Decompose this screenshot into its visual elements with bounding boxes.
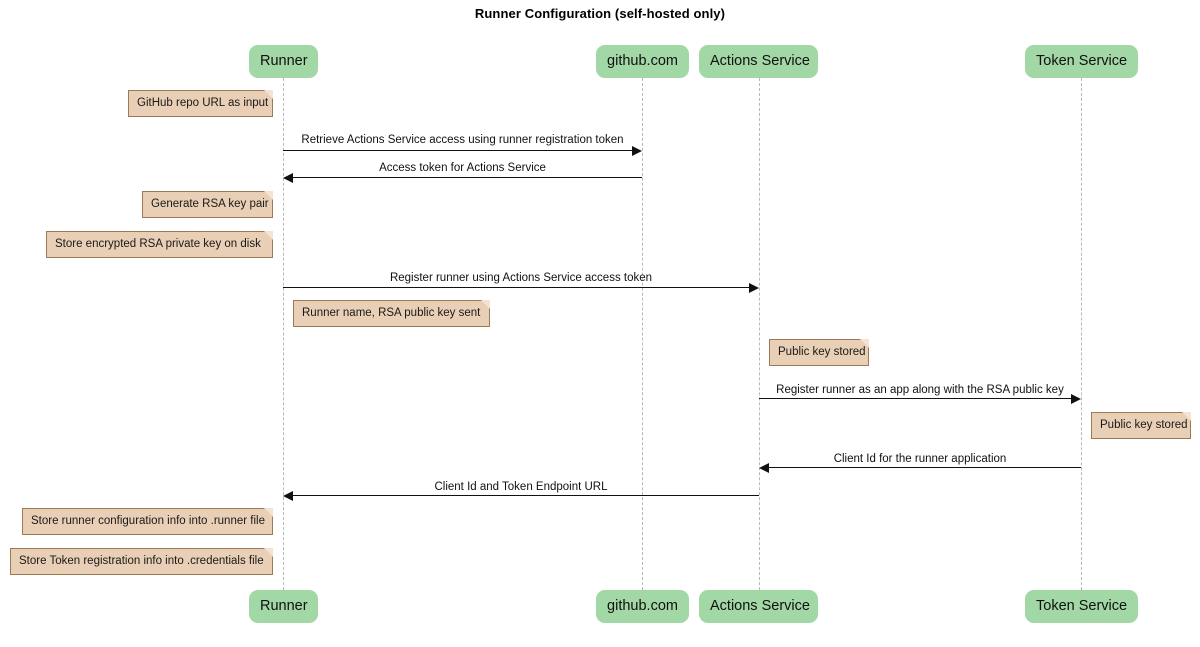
- msg-register-runner-label: Register runner using Actions Service ac…: [389, 272, 653, 284]
- lifeline-actions: [759, 78, 760, 590]
- participant-actions-top[interactable]: Actions Service: [699, 45, 818, 78]
- msg-access-token-line: [293, 177, 642, 178]
- note-store-token-registration: Store Token registration info into .cred…: [10, 548, 273, 575]
- note-repo-url-text: GitHub repo URL as input: [137, 97, 269, 109]
- note-store-runner-config: Store runner configuration info into .ru…: [22, 508, 273, 535]
- participant-github-top[interactable]: github.com: [596, 45, 689, 78]
- msg-retrieve-access-arrowhead: [632, 146, 642, 156]
- participant-runner-bottom[interactable]: Runner: [249, 590, 318, 623]
- msg-client-id-arrowhead: [759, 463, 769, 473]
- participant-runner-top[interactable]: Runner: [249, 45, 318, 78]
- note-repo-url: GitHub repo URL as input: [128, 90, 273, 117]
- msg-register-runner-arrowhead: [749, 283, 759, 293]
- note-public-key-stored-actions: Public key stored: [769, 339, 869, 366]
- msg-client-id-line: [769, 467, 1081, 468]
- msg-client-id-endpoint-label: Client Id and Token Endpoint URL: [434, 481, 608, 493]
- note-fold-icon: [264, 231, 273, 240]
- note-fold-icon: [1182, 412, 1191, 421]
- lifeline-token: [1081, 78, 1082, 590]
- msg-retrieve-access-line: [283, 150, 632, 151]
- note-public-key-stored-token-text: Public key stored: [1100, 419, 1188, 431]
- msg-register-app-arrowhead: [1071, 394, 1081, 404]
- note-fold-icon: [264, 90, 273, 99]
- msg-retrieve-access-label: Retrieve Actions Service access using ru…: [301, 134, 624, 146]
- participant-token-bottom[interactable]: Token Service: [1025, 590, 1138, 623]
- participant-token-top[interactable]: Token Service: [1025, 45, 1138, 78]
- note-fold-icon: [860, 339, 869, 348]
- msg-access-token-arrowhead: [283, 173, 293, 183]
- msg-register-app-label: Register runner as an app along with the…: [776, 384, 1064, 396]
- note-store-private-key: Store encrypted RSA private key on disk: [46, 231, 273, 258]
- msg-register-runner-line: [283, 287, 749, 288]
- note-generate-rsa-text: Generate RSA key pair: [151, 198, 269, 210]
- participant-actions-bottom[interactable]: Actions Service: [699, 590, 818, 623]
- msg-client-id-label: Client Id for the runner application: [833, 453, 1007, 465]
- lifeline-runner: [283, 78, 284, 590]
- msg-access-token-label: Access token for Actions Service: [379, 162, 546, 174]
- page-title: Runner Configuration (self-hosted only): [474, 6, 726, 21]
- note-runner-name: Runner name, RSA public key sent: [293, 300, 490, 327]
- msg-register-app-line: [759, 398, 1071, 399]
- msg-client-id-endpoint-line: [293, 495, 759, 496]
- lifeline-github: [642, 78, 643, 590]
- note-runner-name-text: Runner name, RSA public key sent: [302, 307, 481, 319]
- note-public-key-stored-token: Public key stored: [1091, 412, 1191, 439]
- note-public-key-stored-actions-text: Public key stored: [778, 346, 866, 358]
- participant-github-bottom[interactable]: github.com: [596, 590, 689, 623]
- note-store-token-registration-text: Store Token registration info into .cred…: [19, 555, 264, 567]
- msg-client-id-endpoint-arrowhead: [283, 491, 293, 501]
- note-fold-icon: [481, 300, 490, 309]
- note-store-runner-config-text: Store runner configuration info into .ru…: [31, 515, 265, 527]
- note-fold-icon: [264, 548, 273, 557]
- note-fold-icon: [264, 508, 273, 517]
- note-generate-rsa: Generate RSA key pair: [142, 191, 273, 218]
- note-fold-icon: [264, 191, 273, 200]
- note-store-private-key-text: Store encrypted RSA private key on disk: [55, 238, 261, 250]
